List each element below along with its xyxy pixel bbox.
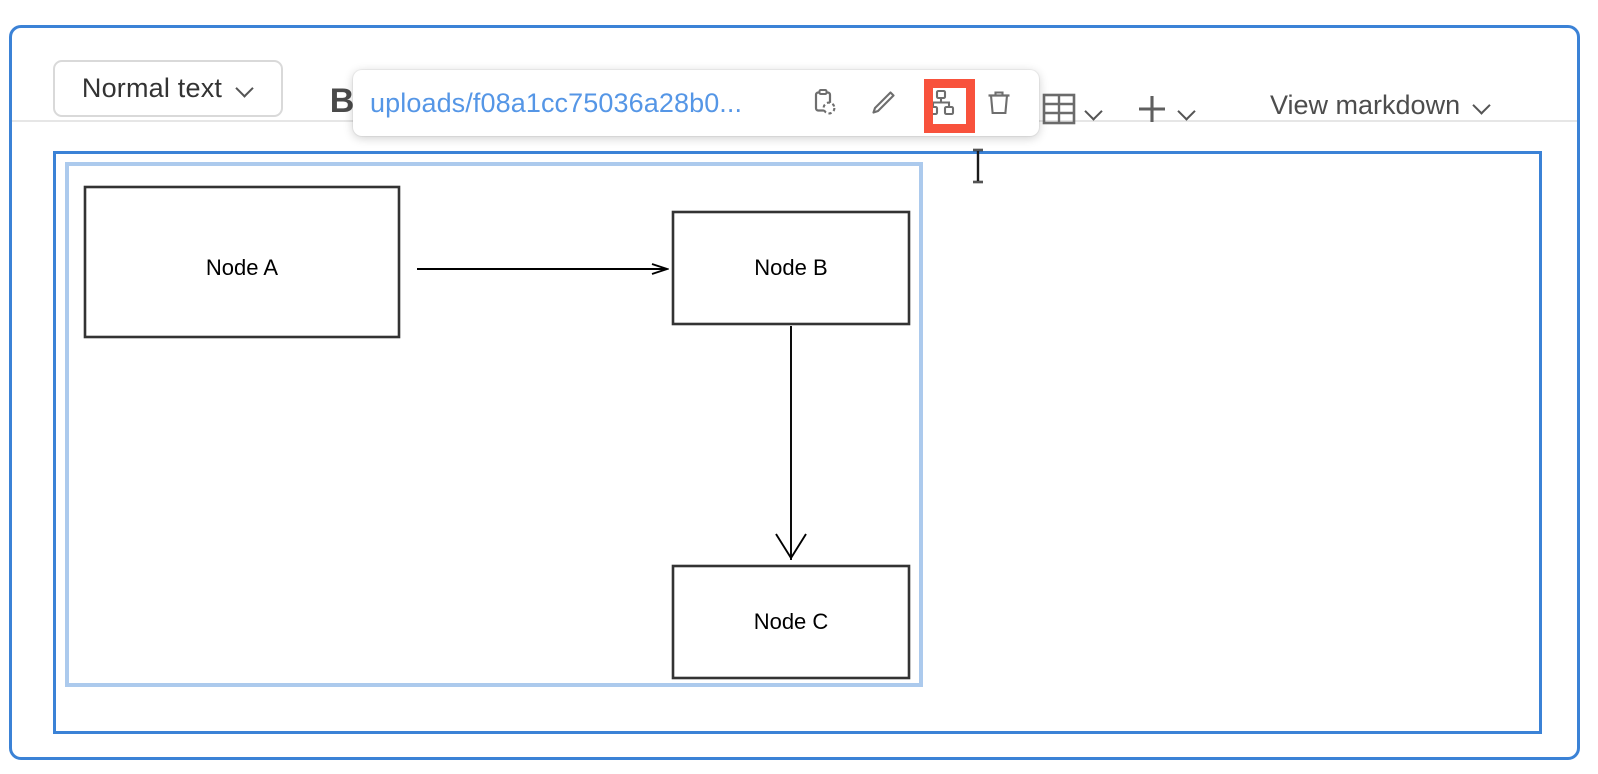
table-chevron-down-icon[interactable] [1084,102,1104,122]
insert-chevron-down-icon[interactable] [1177,102,1197,122]
link-popup-actions [803,70,1021,136]
link-url-text[interactable]: uploads/f08a1cc75036a28b0... [370,87,743,118]
trash-icon[interactable] [977,81,1021,125]
flowchart-graphic: Node A Node B Node C [83,185,911,680]
bold-label: B [329,81,355,120]
svg-text:Node A: Node A [206,255,278,280]
edit-pencil-icon[interactable] [861,81,905,125]
view-markdown-label: View markdown [1270,90,1461,120]
editor-container: Normal text B [9,25,1580,760]
diagram-icon[interactable] [919,81,963,125]
chevron-down-icon [236,80,254,98]
svg-text:Node C: Node C [754,609,829,634]
copy-icon[interactable] [803,81,847,125]
chevron-down-icon [1085,103,1103,121]
svg-text:Node B: Node B [754,255,827,280]
plus-icon[interactable] [1132,88,1172,130]
chevron-down-icon [1473,97,1491,115]
bold-button[interactable]: B [322,78,362,124]
diagram-node-a: Node A [83,185,401,339]
diagram-edge-b-c [775,326,807,560]
diagram-node-c: Node C [671,564,911,680]
view-markdown-button[interactable]: View markdown [1270,90,1491,121]
table-icon[interactable] [1040,90,1078,130]
text-style-dropdown[interactable]: Normal text [53,60,283,117]
text-style-label: Normal text [81,73,223,103]
document-body[interactable]: Node A Node B Node C [53,151,1542,734]
diagram-node-b: Node B [671,210,911,326]
link-popup-toolbar[interactable]: uploads/f08a1cc75036a28b0... [353,70,1039,136]
mermaid-diagram-block[interactable]: Node A Node B Node C [65,162,923,687]
chevron-down-icon [1178,103,1196,121]
